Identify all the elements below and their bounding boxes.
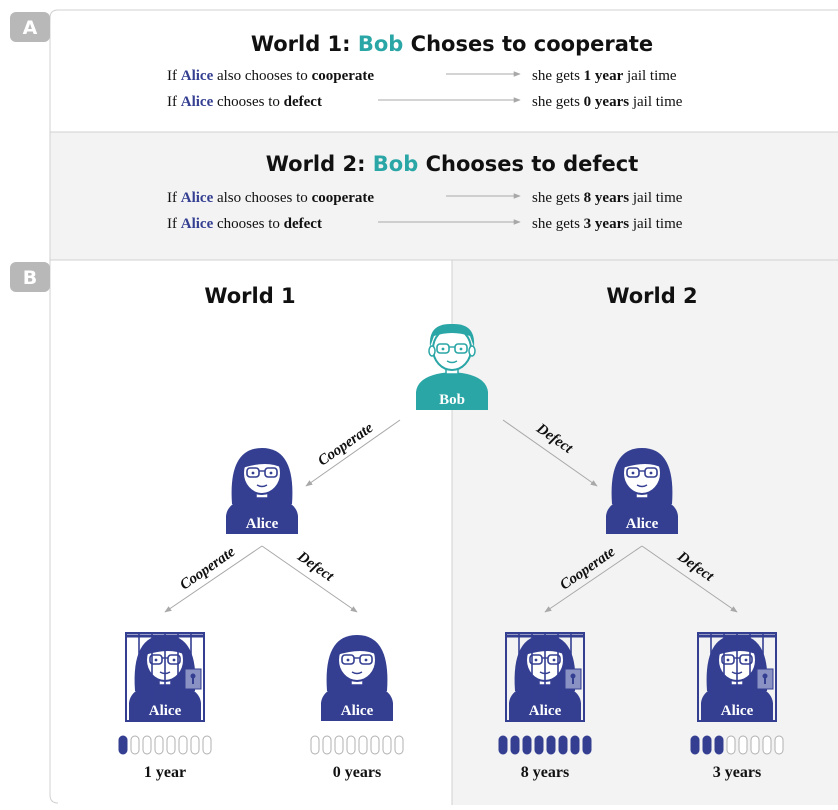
outcome-meter-2-pill-6 (370, 735, 380, 755)
panel-b-border (49, 260, 59, 804)
alice-node-world1: Alice (226, 448, 298, 534)
outcome-label-4: 3 years (713, 764, 761, 781)
outcome-meter-2-pill-5 (358, 735, 368, 755)
alice-outcome-3-bars (505, 632, 585, 722)
outcome-meter-2-pill-7 (382, 735, 392, 755)
world2-result-2: she gets 3 years jail time (532, 216, 683, 232)
outcome-meter-2-pill-8 (394, 735, 404, 755)
outcome-label-2: 0 years (333, 764, 381, 781)
world2-rule-1: If Alice also chooses to cooperate (167, 190, 374, 206)
edge-w1-alice-cooperate (164, 545, 263, 613)
alice-outcome-4-lock-icon (756, 668, 774, 690)
world2-rule-2: If Alice chooses to defect (167, 216, 322, 232)
outcome-meter-1-pill-5 (166, 735, 176, 755)
edge-w1-alice-defect (261, 545, 358, 613)
alice-node-world1-label: Alice (246, 516, 279, 532)
world1-rule-1: If Alice also chooses to cooperate (167, 68, 374, 84)
outcome-meter-2-pill-2 (322, 735, 332, 755)
bob-avatar-label: Bob (439, 392, 465, 408)
panel-a-world2-bg (50, 132, 838, 260)
alice-outcome-4-label: Alice (721, 703, 754, 719)
outcome-meter-3-pill-1 (498, 735, 508, 755)
outcome-meter-1-pill-1 (118, 735, 128, 755)
tree-edges (164, 419, 738, 613)
outcome-meter-1-pill-4 (154, 735, 164, 755)
panel-a-border (49, 9, 838, 260)
alice-node-world2-label: Alice (626, 516, 659, 532)
outcome-meter-3-pill-8 (582, 735, 592, 755)
world1-result-2: she gets 0 years jail time (532, 94, 683, 110)
alice-outcome-1-lock-icon (184, 668, 202, 690)
panel-b-world1-title: World 1 (204, 284, 295, 308)
outcome-meter-4-pill-2 (702, 735, 712, 755)
outcome-label-3: 8 years (521, 764, 569, 781)
panel-a-world1-bg (50, 10, 838, 132)
outcome-meter-4-pill-7 (762, 735, 772, 755)
world2-result-1: she gets 8 years jail time (532, 190, 683, 206)
outcome-meter-1-pill-3 (142, 735, 152, 755)
outcome-meter-3 (498, 735, 592, 755)
outcome-meter-4-pill-5 (738, 735, 748, 755)
outcome-meter-3-pill-6 (558, 735, 568, 755)
outcome-meter-4-pill-3 (714, 735, 724, 755)
alice-outcome-4: Alice (697, 632, 777, 722)
alice-outcome-1-bars (125, 632, 205, 722)
alice-outcome-1-label: Alice (149, 703, 182, 719)
outcome-meter-4-pill-1 (690, 735, 700, 755)
outcome-meter-2-pill-1 (310, 735, 320, 755)
outcome-meter-3-pill-3 (522, 735, 532, 755)
outcome-indicators: 1 year 0 years 8 years 3 years (118, 735, 784, 781)
outcome-meter-2-pill-3 (334, 735, 344, 755)
badge-b-label: B (23, 267, 37, 289)
alice-node-world2: Alice (606, 448, 678, 534)
edge-bob-defect (502, 419, 598, 487)
outcome-label-1: 1 year (144, 764, 186, 781)
alice-outcome-3-lock-icon (564, 668, 582, 690)
outcome-meter-3-pill-5 (546, 735, 556, 755)
world1-rule-2: If Alice chooses to defect (167, 94, 322, 110)
outcome-meter-1 (118, 735, 212, 755)
world2-heading: World 2: Bob Chooses to defect (266, 152, 639, 176)
edge-w2-alice-defect (641, 545, 738, 613)
badge-a: A (10, 12, 50, 42)
alice-outcome-3-label: Alice (529, 703, 562, 719)
outcome-meter-3-pill-2 (510, 735, 520, 755)
outcome-meter-3-pill-7 (570, 735, 580, 755)
outcome-meter-4-pill-6 (750, 735, 760, 755)
panel-b-world2-title: World 2 (606, 284, 697, 308)
badge-a-label: A (23, 17, 38, 39)
world1-result-1: she gets 1 year jail time (532, 68, 677, 84)
outcome-meter-1-pill-6 (178, 735, 188, 755)
alice-outcome-1: Alice (125, 632, 205, 722)
outcome-meter-4-pill-8 (774, 735, 784, 755)
world1-heading: World 1: Bob Choses to cooperate (251, 32, 653, 56)
outcome-meter-1-pill-8 (202, 735, 212, 755)
outcome-meter-1-pill-2 (130, 735, 140, 755)
outcome-meter-2-pill-4 (346, 735, 356, 755)
edge-bob-cooperate (305, 419, 401, 487)
outcome-meter-2 (310, 735, 404, 755)
outcome-meter-4-pill-4 (726, 735, 736, 755)
edge-w2-alice-cooperate (544, 545, 643, 613)
alice-outcome-4-bars (697, 632, 777, 722)
alice-outcome-2: Alice (321, 635, 393, 721)
bob-avatar: Bob (416, 323, 488, 410)
badge-b: B (10, 262, 50, 292)
outcome-meter-3-pill-4 (534, 735, 544, 755)
outcome-meter-4 (690, 735, 784, 755)
outcome-meter-1-pill-7 (190, 735, 200, 755)
alice-outcome-3: Alice (505, 632, 585, 722)
alice-outcome-2-label: Alice (341, 703, 374, 719)
